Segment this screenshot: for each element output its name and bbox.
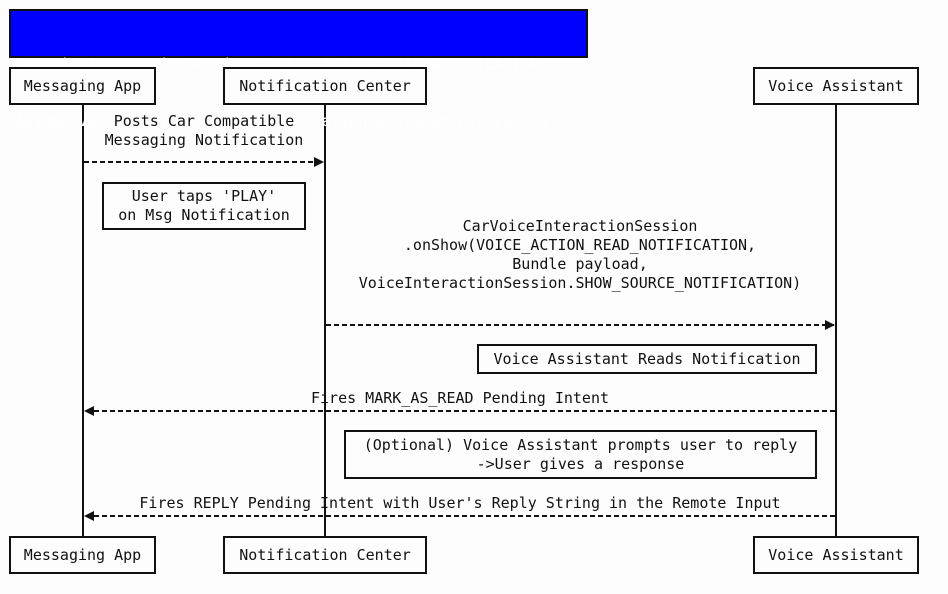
participant-voice-assistant-bottom: Voice Assistant — [753, 536, 919, 574]
participant-messaging-app-top: Messaging App — [9, 67, 156, 105]
message-label-reply: Fires REPLY Pending Intent with User's R… — [139, 494, 781, 512]
participant-notification-center-top: Notification Center — [223, 67, 427, 105]
note-voice-assistant-reads: Voice Assistant Reads Notification — [477, 344, 817, 374]
message-label-mark-as-read: Fires MARK_AS_READ Pending Intent — [310, 389, 609, 407]
participant-notification-center-bottom: Notification Center — [223, 536, 427, 574]
title-line-2: Assume Voice Assistant has Notification … — [15, 112, 548, 130]
note-user-taps-play: User taps 'PLAY' on Msg Notification — [102, 182, 306, 230]
message-label-onshow: CarVoiceInteractionSession .onShow(VOICE… — [358, 217, 802, 292]
message-label-posts-notification: Posts Car Compatible Messaging Notificat… — [104, 112, 304, 149]
diagram-title: CarVoiceInteractionSession: VOICE_ACTION… — [9, 9, 588, 130]
participant-messaging-app-bottom: Messaging App — [9, 536, 156, 574]
note-optional-reply-prompt: (Optional) Voice Assistant prompts user … — [344, 430, 817, 479]
participant-voice-assistant-top: Voice Assistant — [753, 67, 919, 105]
